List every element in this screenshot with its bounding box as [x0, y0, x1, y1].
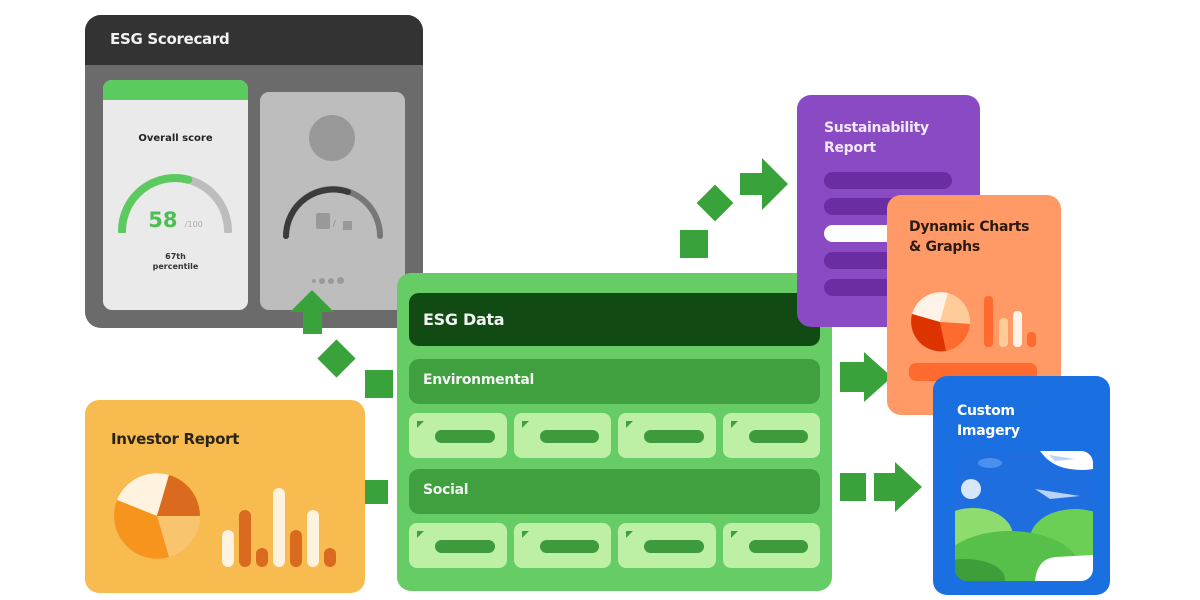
title-line: Dynamic Charts — [909, 219, 1030, 235]
esg-data-title: ESG Data — [423, 310, 505, 329]
title-line: Sustainability — [824, 120, 929, 136]
arrow-right-icon — [740, 158, 788, 210]
data-tile[interactable] — [722, 413, 820, 458]
data-tile[interactable] — [513, 523, 611, 568]
placeholder-max-block — [343, 221, 352, 230]
percentile-label: percentile — [152, 262, 199, 271]
tile-value-placeholder — [748, 540, 808, 553]
corner-marker-icon — [521, 421, 529, 428]
page-dot[interactable] — [319, 277, 325, 284]
esg-data-header: ESG Data — [409, 293, 820, 346]
corner-marker-icon — [730, 531, 738, 538]
score-gauge — [118, 174, 232, 233]
bar-chart-icon — [222, 488, 336, 567]
esg-data-panel: ESG Data Environmental Social — [397, 273, 832, 591]
data-tile[interactable] — [618, 523, 716, 568]
imagery-title: Custom Imagery — [957, 401, 1020, 441]
chart-illustration — [911, 292, 1036, 352]
text-line-placeholder — [824, 172, 952, 189]
data-tile[interactable] — [513, 413, 611, 458]
pie-chart-icon — [911, 292, 971, 352]
social-tiles — [409, 523, 820, 568]
connector-to-sustainability — [680, 158, 788, 258]
investor-title: Investor Report — [111, 430, 240, 448]
sustainability-title: Sustainability Report — [824, 118, 929, 158]
score-card-topbar — [103, 80, 248, 100]
page-dot[interactable] — [337, 277, 344, 284]
data-tile[interactable] — [409, 523, 507, 568]
connector-to-scorecard — [290, 290, 393, 398]
tile-value-placeholder — [435, 430, 495, 443]
connector-square — [840, 473, 866, 501]
pie-chart-icon — [114, 473, 200, 559]
landscape-image-icon — [955, 451, 1093, 581]
avatar-placeholder — [309, 115, 355, 161]
corner-marker-icon — [417, 531, 424, 538]
investor-chart-illustration — [114, 473, 336, 567]
page-dot[interactable] — [312, 278, 316, 283]
charts-title: Dynamic Charts & Graphs — [909, 217, 1029, 257]
percentile-value: 67th — [165, 252, 186, 261]
bar-chart-icon — [984, 296, 1036, 347]
connector-diamond — [317, 339, 356, 378]
score-value: 58 /100 — [103, 208, 248, 232]
data-tile[interactable] — [722, 523, 820, 568]
esg-scorecard-panel: ESG Scorecard Overall score 58 /100 67th… — [85, 15, 423, 328]
section-label: Environmental — [423, 372, 535, 388]
corner-marker-icon — [626, 421, 633, 428]
tile-value-placeholder — [539, 430, 599, 443]
section-environmental[interactable]: Environmental — [409, 359, 820, 404]
tile-value-placeholder — [644, 430, 704, 443]
connector-to-charts — [840, 352, 892, 402]
percentile: 67th percentile — [103, 252, 248, 272]
title-line: Custom — [957, 403, 1015, 419]
section-social[interactable]: Social — [409, 469, 820, 514]
connector-diamond — [696, 184, 734, 222]
arrow-up-icon — [290, 290, 334, 334]
corner-marker-icon — [730, 421, 738, 428]
connector-square — [365, 370, 393, 398]
tile-value-placeholder — [435, 540, 495, 553]
gauge-fill — [118, 174, 193, 233]
data-tile[interactable] — [409, 413, 507, 458]
sun-icon — [961, 479, 981, 499]
scorecard-title: ESG Scorecard — [110, 30, 230, 48]
environmental-tiles — [409, 413, 820, 458]
score-number: 58 — [148, 208, 178, 232]
score-max: /100 — [184, 220, 203, 229]
custom-imagery-card: Custom Imagery — [933, 376, 1110, 595]
corner-marker-icon — [626, 531, 633, 538]
connector-square — [680, 230, 708, 258]
placeholder-score-block — [316, 213, 330, 229]
title-line: & Graphs — [909, 239, 980, 255]
tile-value-placeholder — [748, 430, 808, 443]
placeholder-gauge — [283, 186, 383, 239]
placeholder-sep: / — [333, 219, 336, 228]
corner-marker-icon — [417, 421, 424, 428]
title-line: Report — [824, 140, 876, 156]
arrow-right-icon — [874, 462, 922, 512]
arrow-right-icon — [840, 352, 892, 402]
paper-plane-icon — [1049, 455, 1075, 461]
corner-marker-icon — [521, 531, 529, 538]
paper-plane-icon — [1035, 489, 1080, 499]
overall-score-label: Overall score — [138, 133, 213, 144]
investor-report-card: Investor Report — [85, 400, 365, 593]
placeholder-score-card: / — [260, 92, 405, 310]
scorecard-header: ESG Scorecard — [85, 15, 423, 65]
pagination-dots[interactable] — [312, 277, 344, 284]
title-line: Imagery — [957, 423, 1020, 439]
page-dot[interactable] — [328, 277, 334, 284]
overall-score-card: Overall score 58 /100 67th percentile — [103, 80, 248, 310]
section-label: Social — [423, 482, 469, 498]
connector-to-imagery — [840, 462, 922, 512]
tile-value-placeholder — [539, 540, 599, 553]
tile-value-placeholder — [644, 540, 704, 553]
data-tile[interactable] — [618, 413, 716, 458]
